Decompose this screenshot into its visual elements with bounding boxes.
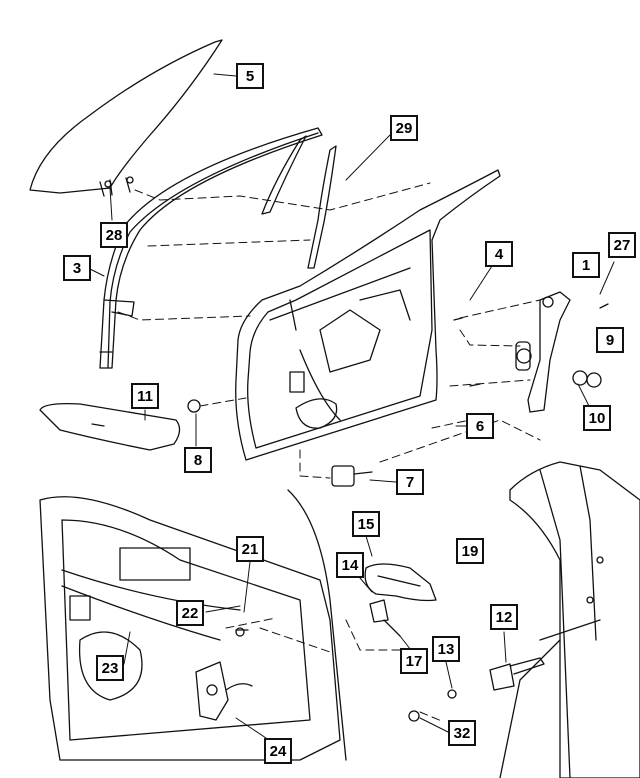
hinge-drawing <box>408 657 545 722</box>
callout-8: 8 <box>184 447 212 473</box>
door-glass-drawing <box>29 39 223 197</box>
body-pillar-drawing <box>499 461 640 778</box>
callout-21: 21 <box>236 536 264 562</box>
callout-10: 10 <box>583 405 611 431</box>
inner-door-frame-drawing <box>39 489 347 761</box>
callout-17: 17 <box>400 648 428 674</box>
outside-handle-drawing <box>364 563 437 637</box>
callout-leaders <box>87 73 615 739</box>
dashed-leader-lines <box>117 182 541 723</box>
callout-12: 12 <box>490 604 518 630</box>
callout-22: 22 <box>176 600 204 626</box>
callout-3: 3 <box>63 255 91 281</box>
callout-11: 11 <box>131 383 159 409</box>
callout-27: 27 <box>608 232 636 258</box>
callout-32: 32 <box>448 720 476 746</box>
latch-assembly-drawing <box>195 627 253 721</box>
callout-28: 28 <box>100 222 128 248</box>
window-regulator-drawing <box>453 291 609 413</box>
belt-weatherstrip-drawing <box>261 135 337 269</box>
callout-5: 5 <box>236 63 264 89</box>
callout-19: 19 <box>456 538 484 564</box>
callout-6: 6 <box>466 413 494 439</box>
trim-strip-drawing <box>39 402 181 451</box>
callout-1: 1 <box>572 252 600 278</box>
callout-14: 14 <box>336 552 364 578</box>
callout-4: 4 <box>485 241 513 267</box>
glass-run-channel-drawing <box>99 127 323 369</box>
callout-7: 7 <box>396 469 424 495</box>
callout-24: 24 <box>264 738 292 764</box>
callout-29: 29 <box>390 115 418 141</box>
check-strap-drawing <box>331 465 373 487</box>
callout-9: 9 <box>596 327 624 353</box>
callout-23: 23 <box>96 655 124 681</box>
callout-15: 15 <box>352 511 380 537</box>
door-shell-drawing <box>235 169 501 461</box>
callout-13: 13 <box>432 636 460 662</box>
grommet-8-drawing <box>187 399 201 413</box>
